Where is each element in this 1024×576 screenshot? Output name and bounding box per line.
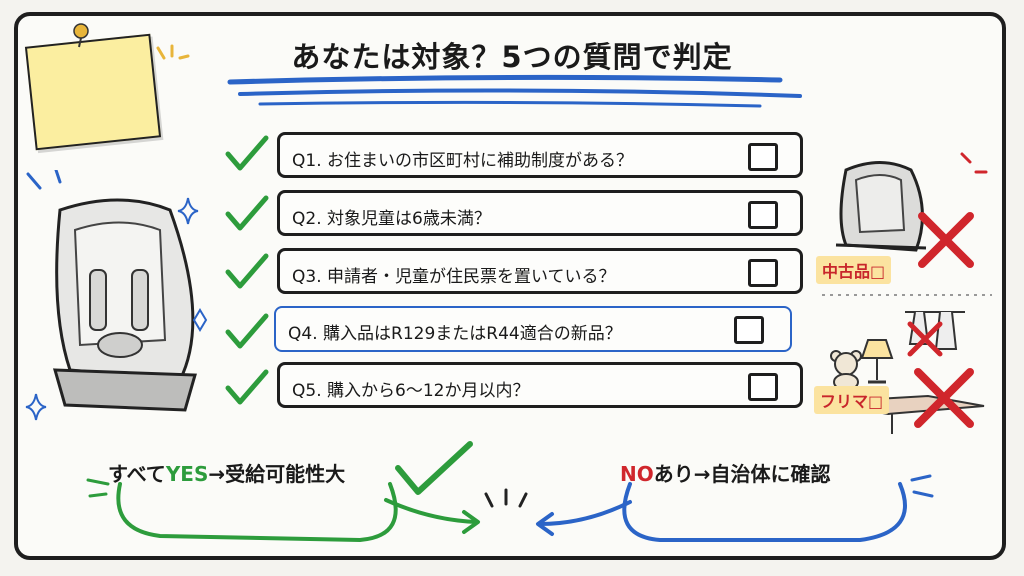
no-speech-bubble <box>622 474 934 542</box>
divider <box>822 294 992 296</box>
check-icon <box>225 313 269 349</box>
question-label: Q1. お住まいの市区町村に補助制度がある？ <box>292 151 634 171</box>
question-row-2[interactable]: Q2. 対象児童は6歳未満？ <box>277 190 803 236</box>
question-row-3[interactable]: Q3. 申請者・児童が住民票を置いている？ <box>277 248 803 294</box>
question-checkbox[interactable] <box>748 201 778 229</box>
yes-suffix: →受給可能性大 <box>208 462 346 486</box>
flea-market-label: フリマ□ <box>814 386 890 414</box>
sparkle-icon <box>177 197 199 225</box>
question-checkbox[interactable] <box>748 373 778 401</box>
question-row-1[interactable]: Q1. お住まいの市区町村に補助制度がある？ <box>277 132 803 178</box>
cross-icon <box>918 212 974 268</box>
teddy-bear-icon <box>830 350 862 390</box>
lamp-icon <box>860 339 894 384</box>
cross-icon <box>907 321 943 357</box>
title-underline <box>227 74 802 108</box>
arrow-to-center-blue <box>536 500 632 536</box>
question-checkbox[interactable] <box>748 143 778 171</box>
question-checkbox[interactable] <box>748 259 778 287</box>
no-bubble-text: NOあり→自治体に確認 <box>620 458 831 487</box>
big-check-icon <box>395 441 473 495</box>
sparkle-icon <box>25 393 47 421</box>
question-label: Q5. 購入から6〜12か月以内？ <box>292 381 530 401</box>
sparkle-icon <box>484 488 528 508</box>
yes-keyword: YES <box>165 462 209 486</box>
question-checkbox[interactable] <box>734 316 764 344</box>
used-car-seat-icon <box>835 161 927 252</box>
question-row-4[interactable]: Q4. 購入品はR129またはR44適合の新品？ <box>274 306 792 352</box>
page-title: あなたは対象？5つの質問で判定 <box>291 40 733 74</box>
no-keyword: NO <box>620 462 654 486</box>
cross-icon <box>914 368 974 428</box>
pushpin-icon <box>73 23 89 48</box>
question-row-5[interactable]: Q5. 購入から6〜12か月以内？ <box>277 362 803 408</box>
yes-bubble-text: すべてYES→受給可能性大 <box>108 458 345 487</box>
sparkle-icon <box>156 44 190 60</box>
question-label: Q3. 申請者・児童が住民票を置いている？ <box>292 267 616 287</box>
check-icon <box>225 369 269 405</box>
check-icon <box>225 253 269 289</box>
question-label: Q2. 対象児童は6歳未満？ <box>292 209 491 229</box>
used-item-label: 中古品□ <box>816 256 892 284</box>
arrow-to-center-green <box>384 498 480 534</box>
question-label: Q4. 購入品はR129またはR44適合の新品？ <box>288 324 622 344</box>
check-icon <box>225 195 269 231</box>
sparkle-icon <box>960 152 988 174</box>
car-seat-illustration <box>26 170 208 412</box>
yes-speech-bubble <box>86 478 398 543</box>
check-icon <box>225 135 269 171</box>
no-suffix: あり→自治体に確認 <box>653 462 831 486</box>
yes-prefix: すべて <box>108 462 166 486</box>
